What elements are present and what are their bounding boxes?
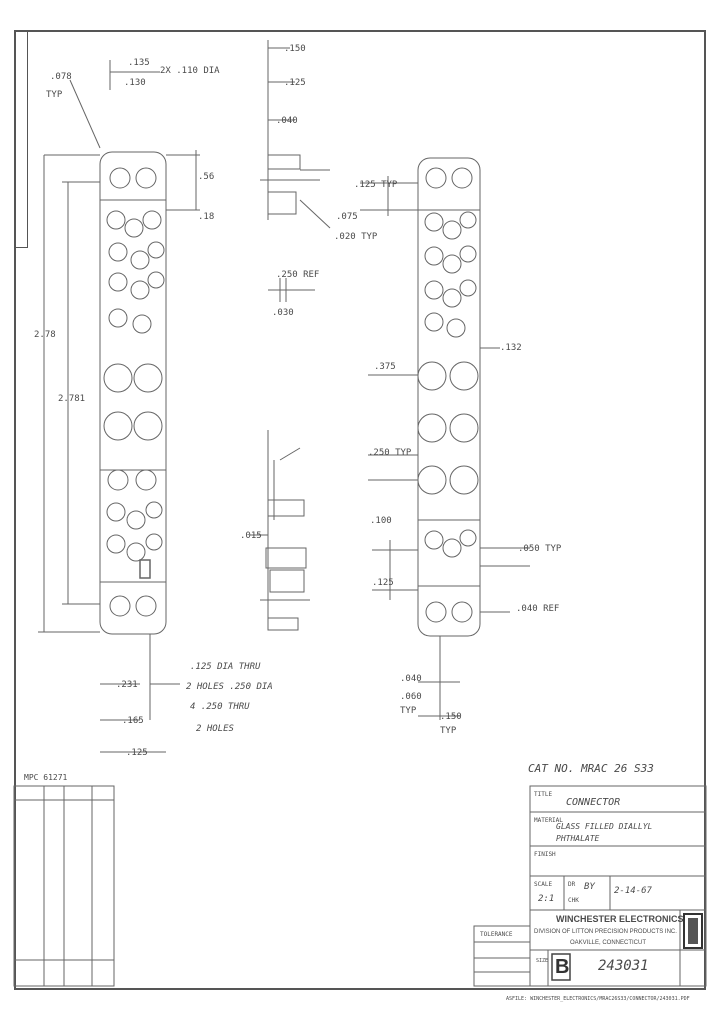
material-value-2: PHTHALATE <box>556 834 600 843</box>
right-contact-holes <box>417 167 479 623</box>
company-name: WINCHESTER ELECTRONICS <box>556 914 684 924</box>
dim-right-12: .150 <box>440 712 462 722</box>
company-division: DIVISION OF LITTON PRECISION PRODUCTS IN… <box>534 929 677 935</box>
revision-table-lines <box>13 785 115 987</box>
drawn-label: DR <box>568 881 576 888</box>
dim-mid-4: .075 <box>336 212 358 222</box>
dim-corner-b: TYP <box>46 90 63 100</box>
footer-path: ASFILE: WINCHESTER_ELECTRONICS/MRAC26S33… <box>506 996 690 1002</box>
size-box <box>551 953 571 981</box>
title-label: TITLE <box>534 791 553 798</box>
dim-bottom-a: .231 <box>116 680 138 690</box>
dim-right-3: .375 <box>374 362 396 372</box>
dim-bottom-c: .125 <box>126 748 148 758</box>
dim-bottom-b: .165 <box>122 716 144 726</box>
dim-side-a: .56 <box>198 172 215 182</box>
dim-length-b: 2.781 <box>58 394 86 404</box>
dim-mid-5: .020 TYP <box>334 232 378 242</box>
side-strip-label: MPC 61271 <box>24 773 68 782</box>
dim-corner-a: .078 <box>50 72 72 82</box>
dim-mid-2: .125 <box>284 78 306 88</box>
dim-mid-1: .150 <box>284 44 306 54</box>
company-location: OAKVILLE, CONNECTICUT <box>570 940 647 946</box>
left-contact-holes <box>103 167 165 617</box>
dim-right-8: .040 REF <box>516 604 560 614</box>
chk-label: CHK <box>568 897 579 904</box>
dim-top-tol: .130 <box>124 78 146 88</box>
dim-mid-7: .030 <box>272 308 294 318</box>
dim-right-7: .050 TYP <box>518 544 562 554</box>
dim-right-9: .040 <box>400 674 422 684</box>
drawing-sheet <box>14 30 706 990</box>
note-3: 4 .250 THRU <box>190 702 250 712</box>
scale-label: SCALE <box>534 881 553 888</box>
dim-mid-6: .250 REF <box>276 270 320 280</box>
dim-mid-3: .040 <box>276 116 298 126</box>
dim-right-13: TYP <box>440 726 457 736</box>
dim-right-4: .250 TYP <box>368 448 412 458</box>
dim-side-b: .18 <box>198 212 215 222</box>
drawing-number: 243031 <box>598 958 649 974</box>
revision-strip <box>14 30 28 248</box>
dim-top-ref: 2X .110 DIA <box>160 66 220 76</box>
catalog-number: CAT NO. MRAC 26 S33 <box>528 762 654 775</box>
date-value: 2-14-67 <box>614 886 652 896</box>
dim-mid-8: .015 <box>240 531 262 541</box>
material-label: MATERIAL <box>534 817 563 824</box>
middle-section-top <box>260 40 331 302</box>
dim-right-1: .125 TYP <box>354 180 398 190</box>
middle-section-bottom <box>250 430 310 631</box>
left-connector-body <box>99 151 167 635</box>
note-4: 2 HOLES <box>196 724 234 734</box>
dim-length-a: 2.78 <box>34 330 56 340</box>
dim-right-5: .100 <box>370 516 392 526</box>
material-value-1: GLASS FILLED DIALLYL <box>556 822 653 831</box>
note-2: 2 HOLES .250 DIA <box>186 682 273 692</box>
dim-top-hole: .135 <box>128 58 150 68</box>
title-block-lines <box>473 785 707 987</box>
title-value: CONNECTOR <box>566 797 621 808</box>
dim-right-10: .060 <box>400 692 422 702</box>
right-connector-body <box>417 157 481 637</box>
scale-value: 2:1 <box>538 894 555 904</box>
dim-right-2: .132 <box>500 343 522 353</box>
size-value: B <box>555 956 570 978</box>
finish-label: FINISH <box>534 851 556 858</box>
note-1: .125 DIA THRU <box>190 662 261 672</box>
tolerance-label: TOLERANCE <box>480 931 513 938</box>
drawn-value: BY <box>584 882 595 892</box>
size-label: SIZE <box>536 958 549 964</box>
dim-right-6: .125 <box>372 578 394 588</box>
dim-right-11: TYP <box>400 706 417 716</box>
